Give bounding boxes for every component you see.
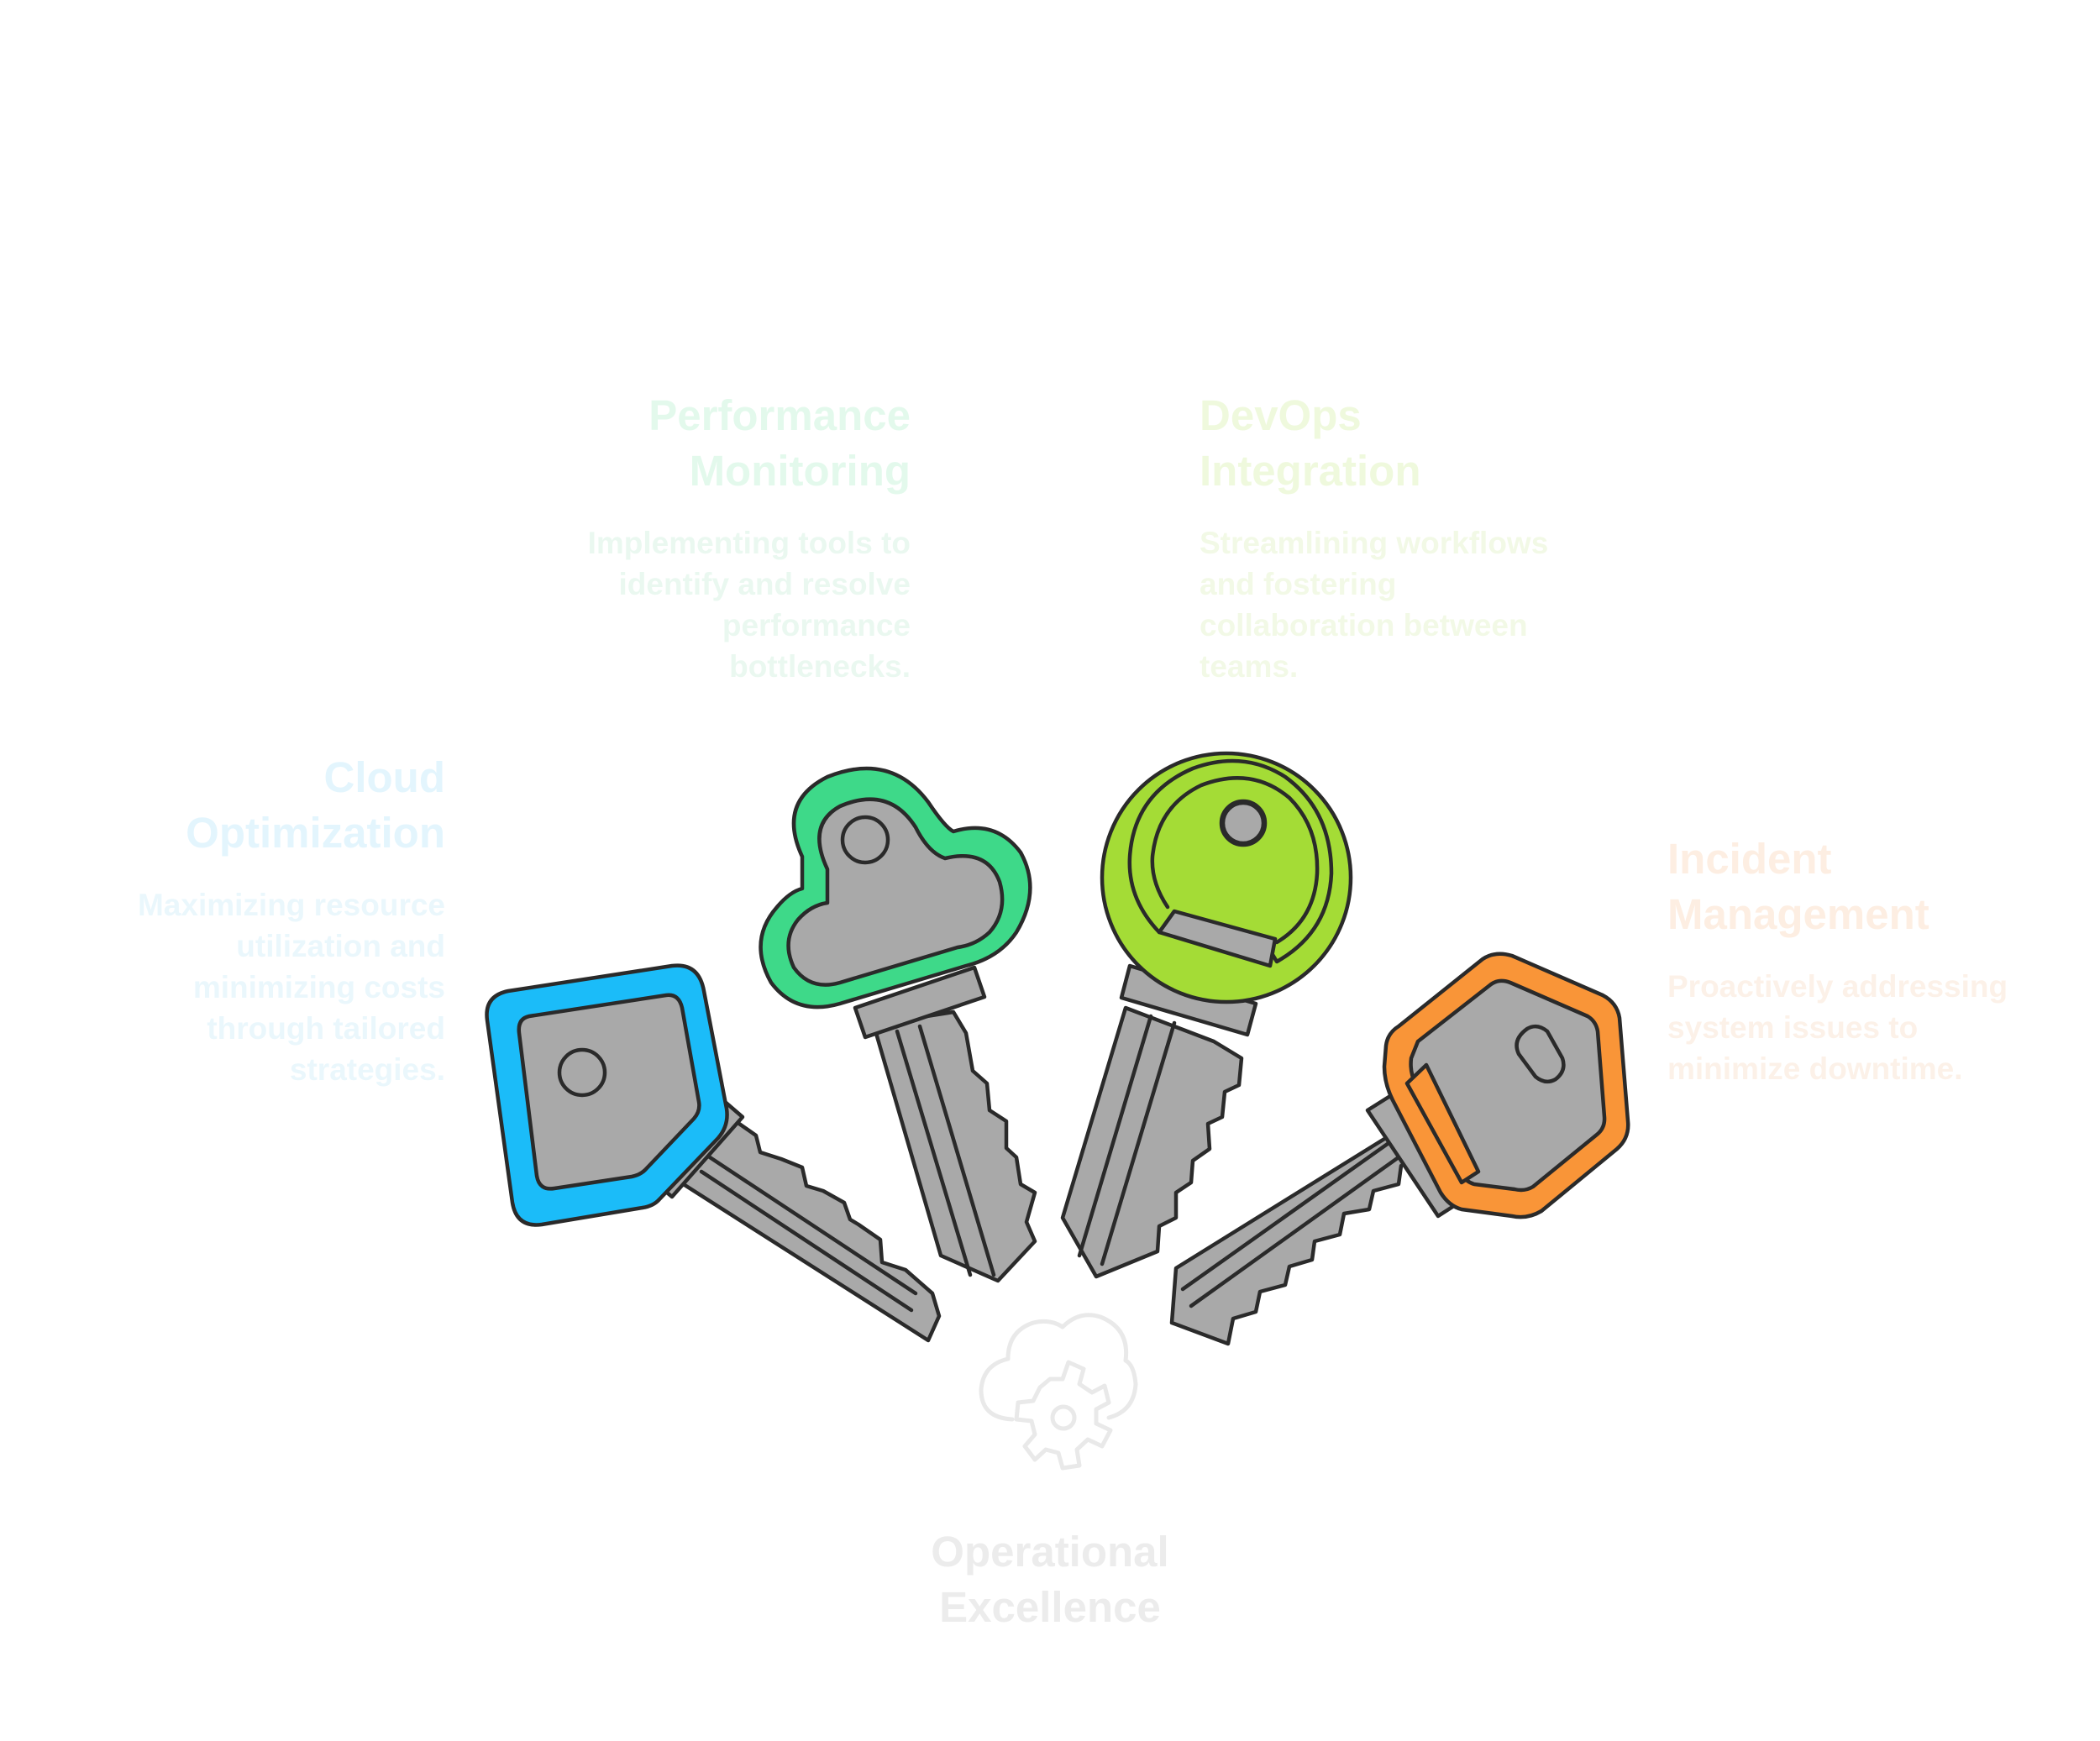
operational-excellence-label: Operational Excellence <box>874 1524 1226 1635</box>
devops-key-hole <box>1221 800 1266 846</box>
cloud-title-line1: Cloud <box>323 753 445 801</box>
performance-monitoring-label: Performance Monitoring Implementing tool… <box>538 388 911 687</box>
devops-title-line1: DevOps <box>1200 391 1362 439</box>
cloud-title-line2: Optimization <box>186 809 445 857</box>
cloud-optimization-key <box>485 963 942 1343</box>
performance-desc-line: Implementing tools to <box>587 526 911 560</box>
performance-title-line1: Performance <box>648 391 911 439</box>
devops-desc-line: collaboration between <box>1200 608 1528 642</box>
devops-key-blade <box>1060 1005 1244 1279</box>
performance-desc-line: identify and resolve <box>618 567 911 601</box>
incident-management-key <box>1169 952 1630 1346</box>
cloud-desc-line: Maximizing resource <box>137 888 445 922</box>
performance-desc-line: performance <box>722 608 911 642</box>
incident-management-description: Proactively addressing system issues to … <box>1667 966 2054 1089</box>
devops-desc-line: and fostering <box>1200 567 1397 601</box>
incident-desc-line: minimize downtime. <box>1667 1051 1963 1086</box>
performance-desc-line: bottlenecks. <box>729 649 911 684</box>
center-title-line2: Excellence <box>939 1583 1161 1631</box>
cloud-optimization-description: Maximizing resource utilization and mini… <box>101 884 445 1090</box>
devops-desc-line: teams. <box>1200 649 1299 684</box>
devops-integration-key <box>1060 751 1353 1279</box>
cloud-desc-line: minimizing costs <box>192 970 445 1004</box>
cloud-desc-line: utilization and <box>236 929 445 963</box>
incident-desc-line: system issues to <box>1667 1010 1919 1045</box>
performance-monitoring-description: Implementing tools to identify and resol… <box>538 522 911 687</box>
devops-title-line2: Integration <box>1200 447 1421 495</box>
devops-desc-line: Streamlining workflows <box>1200 526 1549 560</box>
devops-integration-title: DevOps Integration <box>1200 388 1586 499</box>
performance-monitoring-key <box>759 766 1037 1283</box>
performance-key-shoulder <box>853 965 987 1040</box>
operational-excellence-title: Operational Excellence <box>874 1524 1226 1635</box>
incident-management-title: Incident Management <box>1667 831 2054 942</box>
incident-desc-line: Proactively addressing <box>1667 969 2008 1004</box>
performance-title-line2: Monitoring <box>689 447 911 495</box>
devops-integration-description: Streamlining workflows and fostering col… <box>1200 522 1586 687</box>
cloud-desc-line: through tailored <box>207 1011 445 1046</box>
incident-title-line2: Management <box>1667 890 1929 938</box>
incident-title-line1: Incident <box>1667 835 1832 883</box>
incident-management-label: Incident Management Proactively addressi… <box>1667 831 2054 1089</box>
cloud-optimization-title: Cloud Optimization <box>101 750 445 861</box>
center-title-line1: Operational <box>931 1528 1169 1576</box>
cloud-desc-line: strategies. <box>289 1052 445 1087</box>
performance-monitoring-title: Performance Monitoring <box>538 388 911 499</box>
incident-key-hole <box>1515 1024 1566 1084</box>
devops-integration-label: DevOps Integration Streamlining workflow… <box>1200 388 1586 687</box>
cloud-gear-icon <box>979 1313 1138 1471</box>
cloud-optimization-label: Cloud Optimization Maximizing resource u… <box>101 750 445 1090</box>
